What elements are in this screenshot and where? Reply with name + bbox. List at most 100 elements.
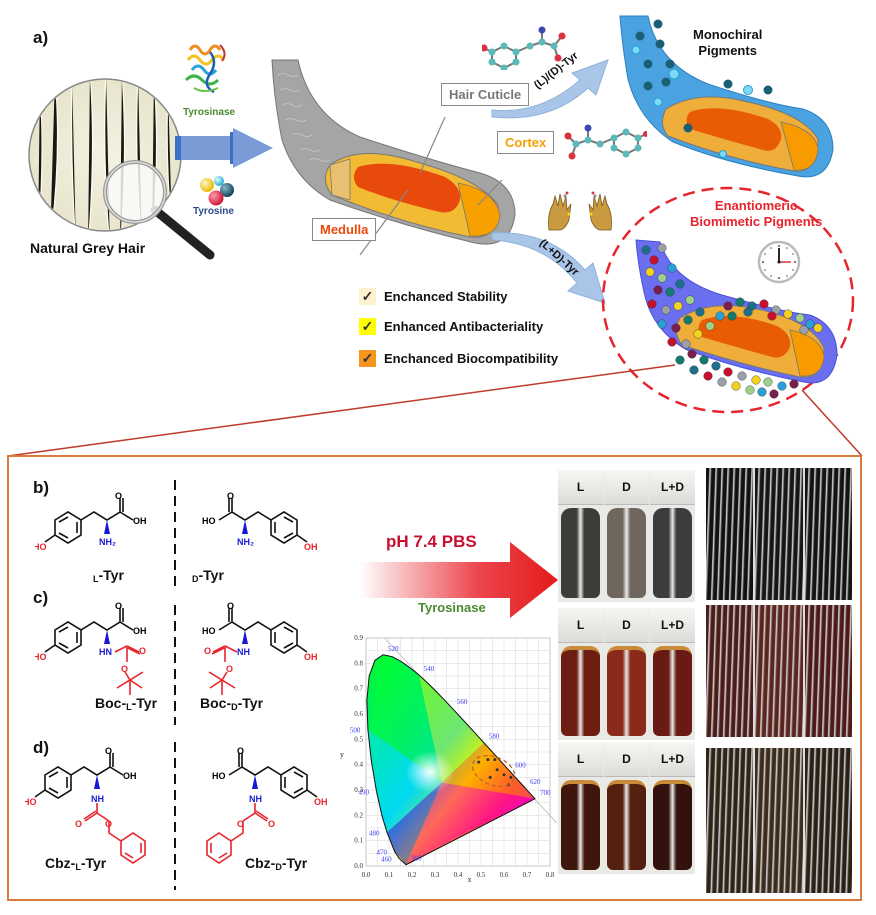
x-tick-label: 0.5 xyxy=(477,871,486,879)
pigment-particle xyxy=(745,385,755,395)
checkmark-icon: ✓ xyxy=(359,288,376,305)
d-tyr-config: D xyxy=(192,574,199,584)
pigment-particle xyxy=(789,379,799,389)
atom-oh: OH xyxy=(304,542,317,552)
boc-d-prefix: Boc- xyxy=(200,695,232,711)
vial-label: D xyxy=(604,470,649,505)
x-tick-label: 0.3 xyxy=(431,871,440,879)
atom-oh: OH xyxy=(304,652,317,662)
y-tick-label: 0.6 xyxy=(354,710,363,718)
vial-solution xyxy=(561,646,600,736)
hair-swatch xyxy=(755,748,803,893)
wavelength-label: 500 xyxy=(350,727,361,735)
atom-oh: OH xyxy=(133,516,147,526)
pigment-particle xyxy=(717,377,727,387)
sample-cluster-ellipse xyxy=(471,754,516,788)
atom-nh2: NH₂ xyxy=(237,537,254,547)
vial-label: L xyxy=(558,742,603,777)
y-tick-label: 0.3 xyxy=(354,786,363,794)
l-tyr-structure: O OH NH₂ HO xyxy=(35,491,147,552)
atom-o: O xyxy=(139,646,146,656)
hair-swatch xyxy=(755,468,803,600)
vial-solution xyxy=(607,508,646,598)
pigment-particle xyxy=(665,287,675,297)
y-tick-label: 0.7 xyxy=(354,685,363,693)
benefit-label: Enhanced Antibacteriality xyxy=(384,319,544,334)
l-tyr-config: L xyxy=(93,574,99,584)
boc-l-suffix: -Tyr xyxy=(131,695,158,711)
atom-o: O xyxy=(115,601,122,611)
data-point xyxy=(495,768,499,772)
atom-o: O xyxy=(227,601,234,611)
reaction-arrow xyxy=(360,542,558,618)
enantiomeric-title-line2: Biomimetic Pigments xyxy=(690,214,823,229)
wavelength-label: 520 xyxy=(388,645,399,653)
cbz-d-tyr-structure: O HO NH O O OH xyxy=(206,746,327,864)
vial: L xyxy=(558,608,603,740)
cbz-l-tyr-label: Cbz-L-Tyr xyxy=(45,855,106,872)
checkmark-icon: ✓ xyxy=(359,350,376,367)
atom-o: O xyxy=(268,819,275,829)
pigment-particle xyxy=(667,263,677,273)
tyrosine-molecules-icon xyxy=(200,176,234,206)
pigment-particle xyxy=(767,311,777,321)
monochiral-title-line1: Monochiral xyxy=(693,27,763,42)
pigment-particle xyxy=(763,377,773,387)
enantiomeric-highlight-circle xyxy=(601,186,855,414)
vial-solution xyxy=(607,780,646,870)
grey-hair-magnifier-illustration xyxy=(28,78,215,260)
data-point xyxy=(477,760,481,764)
mirror-plane-lines xyxy=(174,480,176,890)
pigment-particle xyxy=(711,361,721,371)
pigment-particle xyxy=(795,313,805,323)
pigment-particle xyxy=(727,311,737,321)
d-tyr-label: D-Tyr xyxy=(192,567,224,584)
cortex-label: Cortex xyxy=(497,131,555,154)
racemic-pathway-arrow xyxy=(491,232,606,304)
panel-c-label: c) xyxy=(33,588,49,607)
pigment-particle xyxy=(769,389,779,399)
atom-o: O xyxy=(204,646,211,656)
boc-d-suffix: -Tyr xyxy=(237,695,264,711)
reaction-condition-enzyme: Tyrosinase xyxy=(418,600,486,615)
cbz-l-suffix: -Tyr xyxy=(80,855,107,871)
pigment-particle xyxy=(759,299,769,309)
data-point xyxy=(509,775,513,779)
pigment-particle xyxy=(735,297,745,307)
x-tick-label: 0.1 xyxy=(385,871,394,879)
wavelength-label: 600 xyxy=(515,762,526,770)
pigment-particle xyxy=(693,329,703,339)
atom-nh: NH xyxy=(249,794,262,804)
cbz-d-tyr-label: Cbz-D-Tyr xyxy=(245,855,307,872)
boc-l-prefix: Boc- xyxy=(95,695,127,711)
pigment-particle xyxy=(723,367,733,377)
atom-ho: HO xyxy=(202,626,216,636)
white-point-glow xyxy=(406,744,477,805)
pigment-particle xyxy=(645,267,655,277)
vial-label: D xyxy=(604,608,649,643)
detail-panel-frame xyxy=(7,455,862,901)
pigment-particle xyxy=(671,323,681,333)
pigment-particle xyxy=(805,319,815,329)
spectral-locus xyxy=(366,654,536,866)
boc-d-config: D xyxy=(231,702,238,712)
y-tick-label: 0.8 xyxy=(354,659,363,667)
benefit-label: Enchanced Stability xyxy=(384,289,508,304)
atom-ho: HO xyxy=(35,542,47,552)
atom-ho: HO xyxy=(25,797,37,807)
y-tick-label: 0.1 xyxy=(354,837,363,845)
cbz-l-tyr-structure: O OH NH O O HO xyxy=(25,746,146,864)
medulla-label: Medulla xyxy=(312,218,377,241)
vial-solution xyxy=(561,780,600,870)
x-tick-label: 0.8 xyxy=(546,871,555,879)
vial-label: L xyxy=(558,470,603,505)
enantiomeric-pigment-hair-illustration xyxy=(635,239,838,399)
pigment-particle xyxy=(689,365,699,375)
monochiral-title-line2: Pigments xyxy=(698,43,757,58)
tyrosine-ball-stick-model-bottom xyxy=(564,124,647,160)
benefit-item-antibacteriality: ✓ Enhanced Antibacteriality xyxy=(359,318,543,335)
boc-d-tyr-label: Boc-D-Tyr xyxy=(200,695,263,712)
pigment-particle xyxy=(687,349,697,359)
atom-o: O xyxy=(237,746,244,756)
